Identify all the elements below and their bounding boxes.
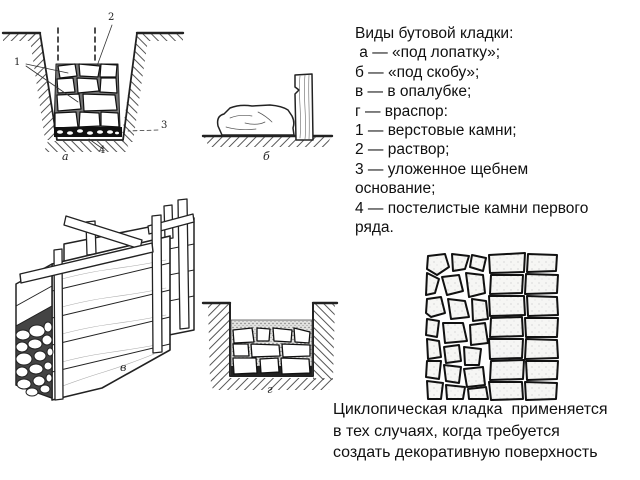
diagram-b-stone [200, 70, 335, 175]
legend-line: 4 — постелистые камни первого [355, 199, 589, 217]
cyclopean-masonry-sample [425, 252, 559, 401]
cyclopean-svg [425, 252, 559, 401]
legend-line: Виды бутовой кладки: [355, 25, 514, 42]
callout-2: 2 [108, 12, 115, 23]
figure-a-label: а [62, 150, 69, 163]
diagram-v-formwork [2, 188, 217, 401]
figure-b-label: б [263, 150, 270, 163]
legend-line: 1 — верстовые камни; [355, 122, 517, 140]
end-rubble [15, 321, 54, 397]
waler-beam [19, 242, 154, 284]
legend-line: ряда. [355, 219, 394, 237]
legend-line: 3 — уложенное щебнем [355, 160, 529, 178]
diagram-b-svg [201, 73, 334, 147]
caption-line: в тех случаях, когда требуется [333, 422, 560, 440]
legend-line: б — «под скобу»; [355, 63, 480, 81]
cyclopean-caption: Циклопическая кладка применяется в тех с… [333, 399, 638, 464]
earth-hatch [208, 304, 230, 380]
callout-3: 3 [161, 120, 168, 131]
leader-lines [25, 24, 159, 150]
rubble-stones [54, 63, 120, 129]
legend-text: Виды бутовой кладки: а — «под лопатку»; … [355, 24, 640, 237]
diagram-g-trench [200, 286, 340, 398]
wedged-stones [232, 327, 311, 375]
caption-line: Циклопическая кладка применяется [333, 401, 608, 418]
diagram-a-trench [0, 14, 186, 164]
legend-line: а — «под лопатку»; [355, 44, 501, 62]
legend-line: основание; [355, 180, 436, 198]
front-post [53, 248, 64, 401]
figure-g-label: г [267, 383, 273, 396]
cyclopean-stones [425, 252, 559, 401]
legend-line: 2 — раствор; [355, 141, 450, 159]
caption-line: создать декоративную поверхность [333, 444, 598, 461]
callout-4: 4 [99, 145, 106, 156]
diagram-v-svg [15, 198, 195, 401]
legend-line: в — в опалубке; [355, 83, 472, 101]
boulder [216, 104, 295, 136]
diagram-g-svg [201, 301, 339, 390]
callout-1: 1 [14, 57, 21, 68]
figure-v-label: в [120, 361, 127, 374]
wood-post [294, 73, 314, 141]
diagram-a-svg [1, 24, 185, 152]
legend-line: г — враспор: [355, 102, 448, 120]
